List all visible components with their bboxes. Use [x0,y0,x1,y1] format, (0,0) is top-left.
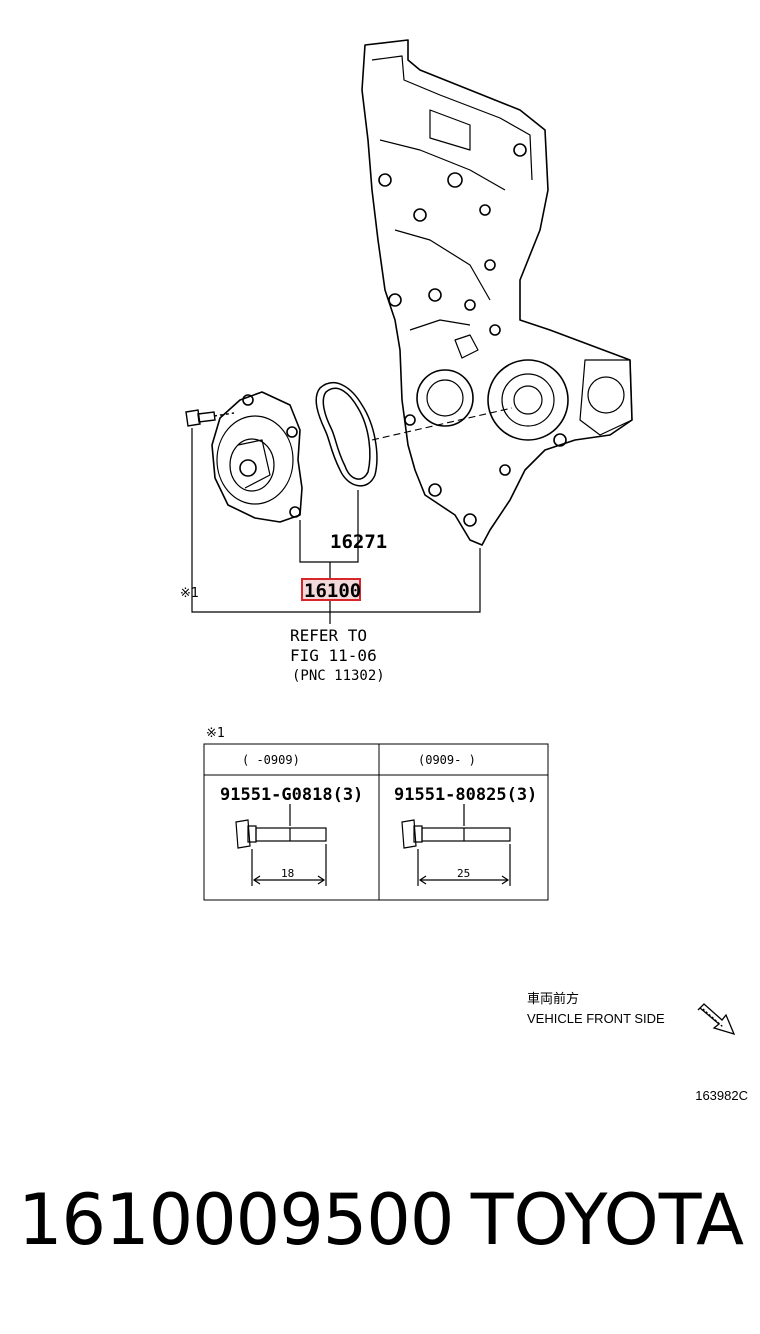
callout-gasket: 16271 [330,531,387,553]
timing-cover-illustration [361,39,633,546]
illustration-code: 163982C [695,1088,748,1103]
footer: 1610009500 TOYOTA [0,1185,760,1295]
table-col2-part: 91551-80825(3) [394,785,537,805]
table-col2-period: (0909- ) [418,753,476,767]
table-col1-part: 91551-G0818(3) [220,785,363,805]
refer-line-1: REFER TO [290,626,367,645]
leader-lines [191,428,481,624]
brand-name: TOYOTA [470,1179,744,1261]
bolt-table [203,743,549,901]
highlight-box [301,578,361,601]
gasket-illustration [315,382,378,487]
bolt-2-drawing [401,804,511,886]
water-pump-illustration [211,391,303,523]
callout-pump-assembly: 16100 [304,580,361,602]
refer-line-3: (PNC 11302) [292,668,385,684]
part-number: 1610009500 [18,1179,454,1261]
alignment-line [371,407,513,441]
bolt-2-length: 25 [457,867,470,880]
direction-label-en: VEHICLE FRONT SIDE [527,1011,665,1026]
direction-arrow-icon [697,1003,736,1036]
bolt-1-length: 18 [281,867,294,880]
direction-label-jp: 車両前方 [527,991,579,1006]
ref-mark-left: ※1 [180,586,199,601]
table-col1-period: ( -0909) [242,753,300,767]
bolt-1-drawing [235,804,327,886]
bolt-illustration [185,409,235,427]
refer-line-2: FIG 11-06 [290,646,377,665]
table-ref-mark: ※1 [206,726,225,741]
